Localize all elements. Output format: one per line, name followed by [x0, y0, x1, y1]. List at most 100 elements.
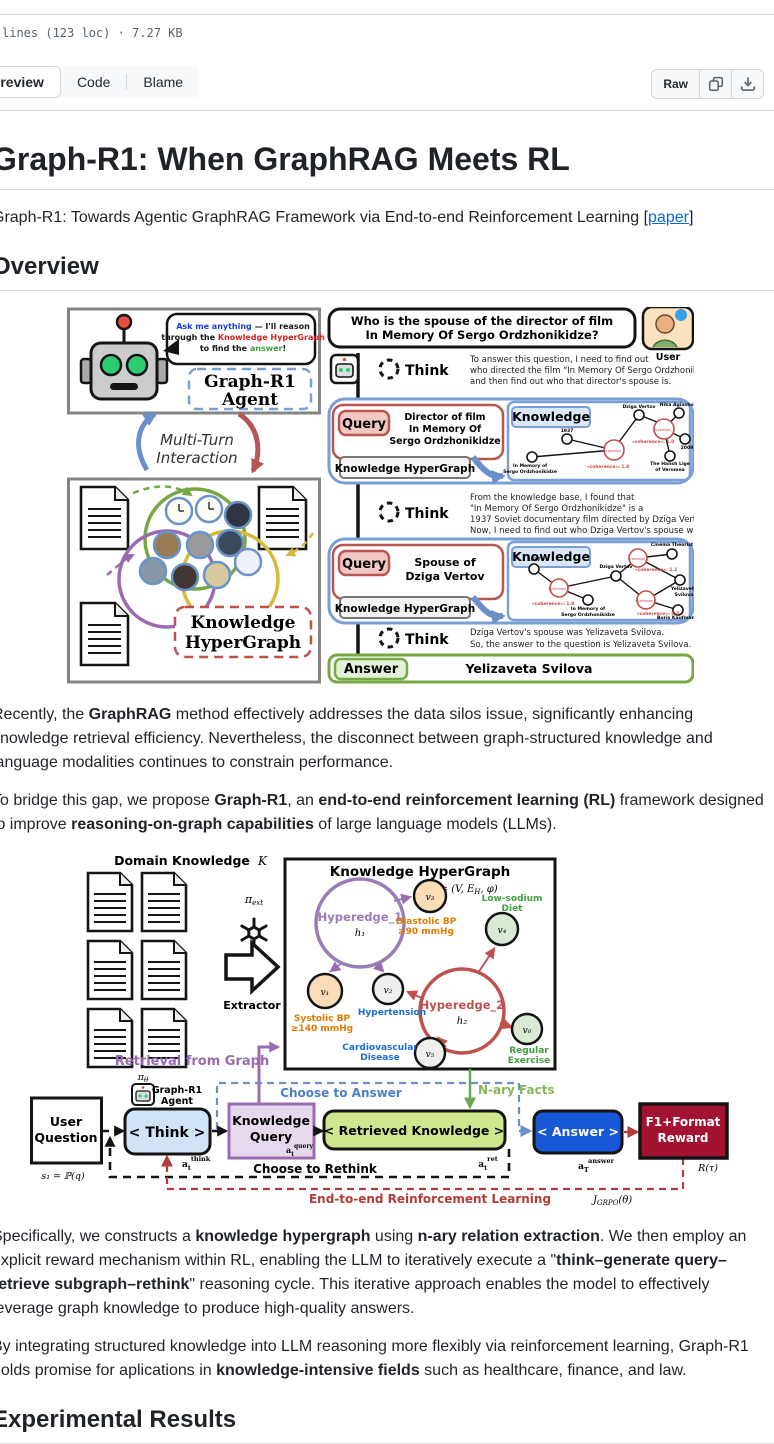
readme-body: Graph-R1: When GraphRAG Meets RL Graph-R… [0, 111, 774, 1444]
svg-text:1937: 1937 [528, 557, 541, 563]
document-icon [79, 601, 130, 667]
svg-text:h₂: h₂ [457, 1016, 467, 1027]
svg-text:Exercise: Exercise [508, 1056, 550, 1066]
tab-preview[interactable]: Preview [0, 66, 61, 98]
node-v6 [510, 1012, 544, 1046]
svg-text:atthink: atthink [182, 1155, 211, 1172]
svg-text:Hyperedge_3: Hyperedge_3 [635, 599, 656, 603]
svg-text:v₅: v₅ [426, 1050, 435, 1060]
svg-text:v₃: v₃ [426, 893, 435, 903]
svg-text:v₆: v₆ [523, 1026, 532, 1036]
paragraph-1: Recently, the GraphRAG method effectivel… [0, 706, 713, 771]
svg-text:Diastolic BP: Diastolic BP [396, 917, 457, 927]
multiturn-label: Multi-Turn [160, 431, 234, 449]
svg-text:Cinema Theorist: Cinema Theorist [651, 542, 694, 548]
venn-diagram [117, 487, 280, 629]
svg-text:< Answer >: < Answer > [537, 1124, 619, 1139]
file-info: lines (123 loc) · 7.27 KB [0, 15, 774, 46]
svg-text:Knowledge HyperGraph: Knowledge HyperGraph [335, 603, 475, 615]
subtitle-text: Graph-R1: Towards Agentic GraphRAG Frame… [0, 209, 649, 226]
svg-text:Reward: Reward [657, 1131, 708, 1145]
robot-icon [79, 313, 169, 401]
overview-figure[interactable]: Ask me anything — I'll reason through th… [67, 305, 774, 689]
svg-text:«coherence»: 1.0: «coherence»: 1.0 [632, 439, 674, 445]
e2e-rl-label: End-to-end Reinforcement Learning [309, 1192, 551, 1206]
think-step-2: Think From the knowledge base, I found t… [378, 493, 709, 536]
khg-pill: Knowledge HyperGraph [335, 463, 475, 475]
svg-text:1937: 1937 [561, 428, 574, 434]
paragraph-2: To bridge this gap, we propose Graph-R1,… [0, 792, 764, 833]
svg-text:Ask me anything — I'll reason: Ask me anything — I'll reason [176, 322, 310, 331]
rl-loop-path [161, 1154, 685, 1191]
choose-rethink-label: Choose to Rethink [253, 1162, 378, 1176]
node-v3 [412, 878, 448, 914]
svg-text:Query: Query [250, 1129, 292, 1144]
answer-flow-box: < Answer > aTanswer [532, 1109, 624, 1174]
paper-link[interactable]: paper [648, 209, 689, 226]
reward-box: F1+Format Reward R(τ) [638, 1102, 729, 1174]
svg-text:Hypertension: Hypertension [358, 1008, 426, 1018]
user-label: User [656, 352, 681, 363]
svg-text:v₁: v₁ [321, 988, 330, 998]
agent-label: Graph-R1 [204, 372, 296, 392]
svg-text:Cardiovascular: Cardiovascular [342, 1043, 418, 1053]
svg-text:Director of film: Director of film [404, 412, 485, 423]
yellow-dashed-arrow [285, 532, 315, 557]
svg-text:and then find out who that dir: and then find out who that director's sp… [470, 377, 671, 387]
svg-text:To answer this question, I nee: To answer this question, I need to find … [469, 355, 649, 365]
svg-text:Hyperedge_2: Hyperedge_2 [653, 428, 674, 432]
retrieval-arrow [257, 1041, 281, 1104]
hyperedge-1 [314, 877, 406, 969]
svg-text:πθ: πθ [137, 1072, 149, 1084]
framework-figure[interactable]: Domain Knowledge K πext Extractor Knowle… [30, 851, 774, 1211]
copy-button[interactable] [699, 70, 731, 98]
more-options-button[interactable] [762, 70, 774, 96]
knowledge-panel-2: Knowledge Hyperedge_1 Hyperedge_2 Hypere… [506, 540, 697, 622]
knowledge-panel-1: Knowledge Hyperedge_1 Hyperedge_2 Dziga … [503, 400, 699, 482]
file-toolbar: Preview Code Blame Raw [0, 46, 774, 111]
knowledge-query-box: Knowledge Query atquery [227, 1102, 316, 1160]
svg-text:From the knowledge base, I fou: From the knowledge base, I found that [470, 493, 635, 503]
choose-to-answer-path [215, 1081, 533, 1137]
svg-text:«coherence»: 1.2: «coherence»: 1.2 [635, 567, 677, 573]
hypergraph-panel: Knowledge HyperGraph [67, 477, 321, 684]
svg-text:Interaction: Interaction [156, 449, 237, 467]
agent-panel: Ask me anything — I'll reason through th… [67, 307, 325, 415]
svg-text:aTanswer: aTanswer [578, 1157, 614, 1174]
svg-text:Think: Think [405, 632, 449, 648]
multi-turn-interaction: Multi-Turn Interaction [136, 411, 265, 474]
retrieved-knowledge-box: < Retrieved Knowledge > atret [322, 1109, 507, 1172]
svg-text:Disease: Disease [360, 1053, 400, 1063]
svg-text:Sergo Ordzhonikidze: Sergo Ordzhonikidze [503, 469, 557, 475]
svg-text:Hyperedge_2: Hyperedge_2 [627, 557, 648, 561]
tab-blame[interactable]: Blame [127, 66, 199, 98]
svg-text:Knowledge: Knowledge [512, 549, 590, 564]
node-v2 [371, 972, 405, 1006]
svg-text:«coherence»: 0.5: «coherence»: 0.5 [637, 611, 679, 617]
extractor-label: Extractor [223, 999, 281, 1012]
choose-to-rethink-path [104, 1135, 511, 1179]
svg-text:atquery: atquery [286, 1143, 314, 1158]
svg-text:In Memory of: In Memory of [571, 606, 606, 612]
speech-line1-accent: Ask me anything [176, 322, 252, 331]
node-v1 [306, 972, 344, 1010]
svg-text:Dziga Vertov's spouse was Yeli: Dziga Vertov's spouse was Yelizaveta Svi… [470, 628, 664, 638]
query-label: Query [342, 417, 387, 432]
svg-text:«coherence»: 1.8: «coherence»: 1.8 [587, 464, 629, 470]
think-step-1: Think To answer this question, I need to… [378, 355, 719, 387]
download-button[interactable] [731, 70, 763, 98]
top-divider [0, 0, 774, 15]
think-step-3: Think Dziga Vertov's spouse was Yelizave… [378, 627, 691, 650]
svg-text:< Think >: < Think > [129, 1125, 206, 1141]
svg-text:User: User [50, 1114, 83, 1129]
raw-button[interactable]: Raw [652, 70, 699, 98]
svg-text:Query: Query [342, 557, 387, 572]
svg-text:F1+Format: F1+Format [646, 1115, 721, 1129]
tab-code[interactable]: Code [61, 66, 126, 98]
svg-text:through the Knowledge HyperGra: through the Knowledge HyperGraph [161, 333, 325, 342]
question-box: Who is the spouse of the director of fil… [327, 307, 637, 349]
svg-text:≥90 mmHg: ≥90 mmHg [398, 927, 454, 937]
svg-text:Question: Question [34, 1130, 97, 1145]
svg-text:Regular: Regular [509, 1046, 549, 1056]
reward-formula: R(τ) [697, 1163, 718, 1174]
